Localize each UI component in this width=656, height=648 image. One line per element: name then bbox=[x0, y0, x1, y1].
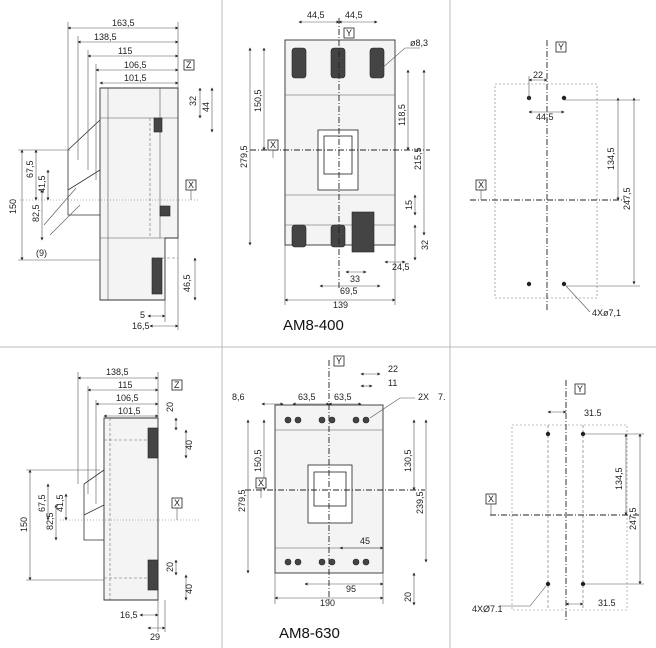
dim-label: 134,5 bbox=[606, 147, 616, 170]
dim-label: (9) bbox=[36, 248, 47, 258]
axis-x-label: X bbox=[258, 478, 264, 488]
dim-label: 31.5 bbox=[598, 598, 616, 608]
dim-label: 40 bbox=[184, 584, 194, 594]
dim-label: 150,5 bbox=[253, 89, 263, 112]
dim-label: 22 bbox=[388, 364, 398, 374]
axis-x-label: X bbox=[488, 494, 494, 504]
dim-label: 40 bbox=[184, 440, 194, 450]
dim-label: 279,5 bbox=[237, 489, 247, 512]
dim-label: 45 bbox=[360, 536, 370, 546]
dim-label: 7. bbox=[438, 392, 446, 402]
dim-label: 63,5 bbox=[334, 392, 352, 402]
panel-am8-630-mounting bbox=[485, 380, 644, 620]
panel-am8-630-side-labels: 138,5 115 106,5 101,5 20 40 67,5 41,5 82… bbox=[19, 367, 194, 642]
dim-label: 247,5 bbox=[622, 187, 632, 210]
axis-z-label: Z bbox=[186, 60, 192, 70]
dim-label: 44,5 bbox=[345, 10, 363, 20]
dim-label: 106,5 bbox=[124, 60, 147, 70]
dim-label: 20 bbox=[165, 402, 175, 412]
dim-label: 32 bbox=[188, 96, 198, 106]
panel-am8-630-side-view bbox=[26, 372, 200, 632]
dim-label: 11 bbox=[388, 378, 397, 388]
dim-label: 44 bbox=[201, 102, 211, 112]
dim-label: ø8,3 bbox=[410, 38, 428, 48]
axis-x-label: X bbox=[478, 180, 484, 190]
dim-label: 5 bbox=[140, 310, 145, 320]
panel-am8-630-front-view bbox=[245, 355, 428, 606]
dim-label: 20 bbox=[403, 592, 413, 602]
axis-x-label: X bbox=[270, 140, 276, 150]
panel-am8-630-front-labels: 8,6 63,5 63,5 22 11 2X 7. 150,5 279,5 13… bbox=[232, 356, 446, 642]
dim-label: 247,5 bbox=[628, 507, 638, 530]
dim-label: 139 bbox=[333, 300, 348, 310]
dim-label: 29 bbox=[150, 632, 160, 642]
dim-label: 106,5 bbox=[116, 393, 139, 403]
dim-label: 20 bbox=[165, 562, 175, 572]
dim-label: 4XØ7.1 bbox=[472, 604, 503, 614]
dim-label: 69,5 bbox=[340, 286, 358, 296]
dim-label: 16,5 bbox=[120, 610, 138, 620]
dim-label: 115 bbox=[118, 46, 132, 56]
dim-label: 22 bbox=[533, 70, 543, 80]
panel-am8-400-front-view bbox=[248, 18, 430, 305]
panel-am8-630-mounting-labels: 31.5 134,5 247,5 4XØ7.1 31.5 Y X bbox=[472, 384, 638, 614]
panel-am8-400-side-view bbox=[18, 22, 214, 330]
dim-label: 163,5 bbox=[112, 18, 135, 28]
dim-label: 67,5 bbox=[25, 160, 35, 178]
axis-y-label: Y bbox=[346, 28, 352, 38]
axis-z-label: Z bbox=[174, 380, 180, 390]
dim-label: 150 bbox=[8, 199, 18, 214]
dim-label: 118,5 bbox=[397, 104, 407, 126]
dim-label: 239,5 bbox=[415, 491, 425, 514]
dim-label: 115 bbox=[118, 380, 132, 390]
model-caption-am8-630: AM8-630 bbox=[279, 625, 340, 642]
dim-label: 67,5 bbox=[37, 494, 47, 512]
dim-label: 130,5 bbox=[403, 449, 413, 472]
panel-am8-400-mounting bbox=[470, 40, 640, 313]
dim-label: 150,5 bbox=[253, 449, 263, 472]
dim-label: 41,5 bbox=[37, 175, 47, 193]
dim-label: 63,5 bbox=[298, 392, 316, 402]
panel-am8-400-mounting-labels: 22 44,5 134,5 247,5 4Xø7,1 Y X bbox=[478, 42, 632, 318]
axis-y-label: Y bbox=[558, 42, 564, 52]
dim-label: 138,5 bbox=[106, 367, 129, 377]
dim-label: 41,5 bbox=[55, 494, 65, 512]
dim-label: 32 bbox=[420, 240, 430, 250]
dim-label: 134,5 bbox=[614, 467, 624, 490]
dim-label: 44,5 bbox=[307, 10, 325, 20]
dim-label: 4Xø7,1 bbox=[592, 308, 621, 318]
dim-label: 24,5 bbox=[392, 262, 410, 272]
axis-y-label: Y bbox=[336, 356, 342, 366]
dim-label: 82,5 bbox=[45, 512, 55, 530]
dim-label: 82,5 bbox=[31, 204, 41, 222]
dim-label: 44,5 bbox=[536, 112, 554, 122]
axis-x-label: X bbox=[188, 180, 194, 190]
dim-label: 138,5 bbox=[94, 32, 117, 42]
axis-y-label: Y bbox=[577, 384, 583, 394]
dim-label: 46,5 bbox=[182, 274, 192, 292]
dim-label: 16,5 bbox=[132, 321, 150, 331]
dim-label: 31.5 bbox=[584, 408, 602, 418]
panel-am8-400-front-labels: 44,5 44,5 ø8,3 150,5 279,5 118,5 215,5 1… bbox=[239, 10, 430, 334]
panel-am8-400-side-labels: 163,5 138,5 115 106,5 101,5 32 44 67,5 4… bbox=[8, 18, 211, 331]
axis-x-label: X bbox=[174, 498, 180, 508]
dim-label: 95 bbox=[346, 584, 356, 594]
model-caption-am8-400: AM8-400 bbox=[283, 317, 344, 334]
dim-label: 33 bbox=[350, 274, 360, 284]
dim-label: 15 bbox=[404, 200, 414, 210]
dim-label: 101,5 bbox=[118, 406, 141, 416]
dim-label: 190 bbox=[320, 598, 335, 608]
dim-label: 101,5 bbox=[124, 73, 147, 83]
dim-label: 8,6 bbox=[232, 392, 245, 402]
dim-label: 279,5 bbox=[239, 145, 249, 168]
dim-label: 2X bbox=[418, 392, 429, 402]
dim-label: 215,5 bbox=[413, 147, 423, 170]
dim-label: 150 bbox=[19, 517, 29, 532]
